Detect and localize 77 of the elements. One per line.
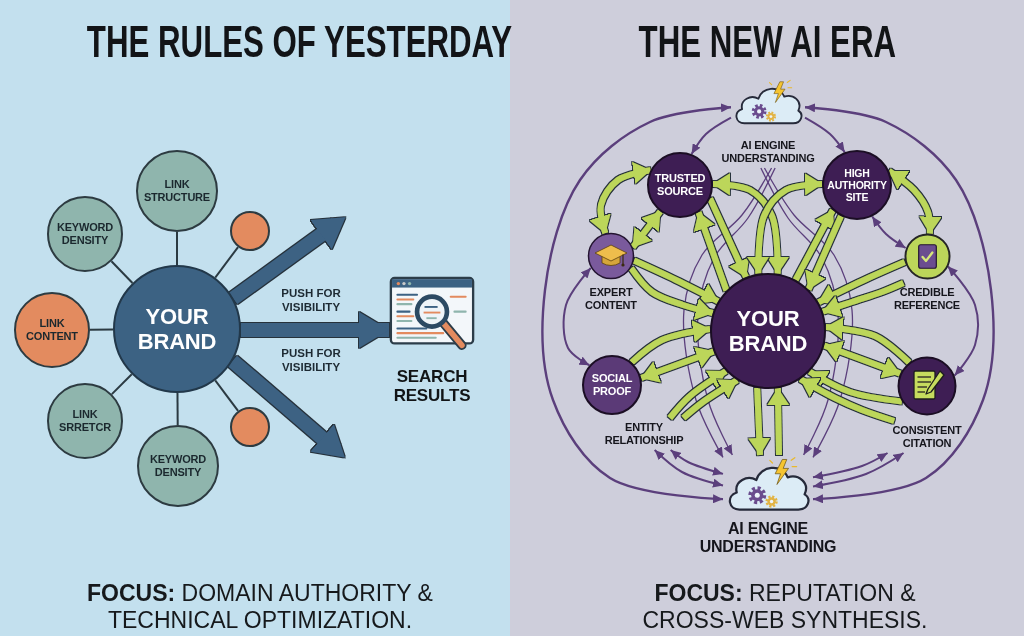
arrow: [592, 164, 651, 235]
arrow: [629, 322, 711, 365]
arrow: [825, 319, 912, 365]
arrow: [640, 348, 715, 381]
arrow: [712, 175, 787, 274]
arrow: [807, 368, 903, 405]
node-label: YOUR BRAND: [136, 304, 218, 354]
accent-circle: [230, 407, 270, 447]
thick-arrow: [227, 355, 345, 458]
arrow: [817, 259, 906, 305]
arrow: [632, 257, 720, 304]
arrow: [695, 211, 730, 292]
arrow: [804, 116, 846, 154]
arrow: [887, 168, 939, 234]
connector-line: [110, 260, 134, 284]
node-label: HIGH AUTHORITY SITE: [826, 167, 888, 203]
arrow: [541, 103, 732, 504]
arrow: [628, 266, 714, 318]
node-label: CONSISTENT CITATION: [891, 424, 963, 450]
arrow: [798, 376, 896, 424]
panel: [510, 0, 1024, 636]
annotation: PUSH FOR VISIBILITY: [280, 346, 342, 374]
arrow: [653, 449, 724, 488]
arrow: [562, 267, 592, 367]
node-label: LINK SRRETCR: [58, 408, 112, 434]
node-label: LINK STRUCTURE: [142, 178, 211, 204]
arrow: [821, 280, 905, 315]
thick-arrow: [241, 315, 389, 345]
focus-statement: FOCUS: REPUTATION & CROSS-WEB SYNTHESIS.: [641, 580, 929, 634]
node-label: EXPERT CONTENT: [584, 286, 638, 312]
arrow: [823, 342, 902, 377]
arrow: [682, 167, 773, 459]
arrow: [669, 449, 724, 476]
annotation: PUSH FOR VISIBILITY: [280, 286, 342, 314]
node-label: SOCIAL PROOF: [590, 372, 634, 398]
node-label: KEYWORD DENSITY: [55, 221, 114, 247]
arrow: [750, 387, 768, 456]
topic-circle: [647, 152, 713, 218]
arrow: [871, 215, 907, 249]
node-label: TRUSTED SOURCE: [653, 172, 707, 198]
node-label: KEYWORD DENSITY: [148, 453, 207, 479]
node-label: YOUR BRAND: [727, 306, 809, 356]
accent-circle: [230, 211, 270, 251]
node-label: AI ENGINE UNDERSTANDING: [698, 520, 838, 556]
arrow: [749, 175, 823, 274]
arrow: [946, 265, 979, 377]
arrow: [707, 197, 749, 279]
arrow: [763, 167, 854, 459]
topic-circle: [822, 150, 892, 220]
arrow: [630, 209, 663, 250]
connector-line: [214, 246, 240, 279]
connector-line: [110, 373, 133, 396]
panel-title: THE NEW AI ERA: [638, 18, 896, 66]
node-label: SEARCH RESULTS: [392, 367, 472, 405]
hub-circle: [710, 273, 826, 389]
arrow: [690, 116, 732, 156]
focus-statement: FOCUS: DOMAIN AUTHORITY & TECHNICAL OPTIMIZATION.: [86, 580, 434, 634]
panel: [0, 0, 510, 636]
arrow: [812, 452, 889, 481]
arrow: [792, 208, 836, 282]
arrow: [769, 388, 787, 456]
connector-line: [176, 392, 179, 426]
node-label: ENTITY RELATIONSHIP: [600, 421, 688, 447]
node-label: AI ENGINE UNDERSTANDING: [720, 139, 816, 165]
connector-line: [89, 328, 114, 331]
arrow: [805, 214, 844, 291]
thick-arrow: [229, 217, 346, 305]
connector-line: [214, 379, 240, 412]
panel-title: THE RULES OF YESTERDAY: [86, 18, 513, 66]
connector-line: [176, 231, 178, 266]
node-label: CREDIBLE REFERENCE: [893, 286, 961, 312]
arrow: [681, 377, 739, 421]
arrow: [667, 368, 728, 420]
node-label: LINK CONTENT: [25, 317, 79, 343]
topic-circle: [582, 355, 642, 415]
arrow: [812, 452, 905, 490]
arrow: [804, 103, 995, 504]
